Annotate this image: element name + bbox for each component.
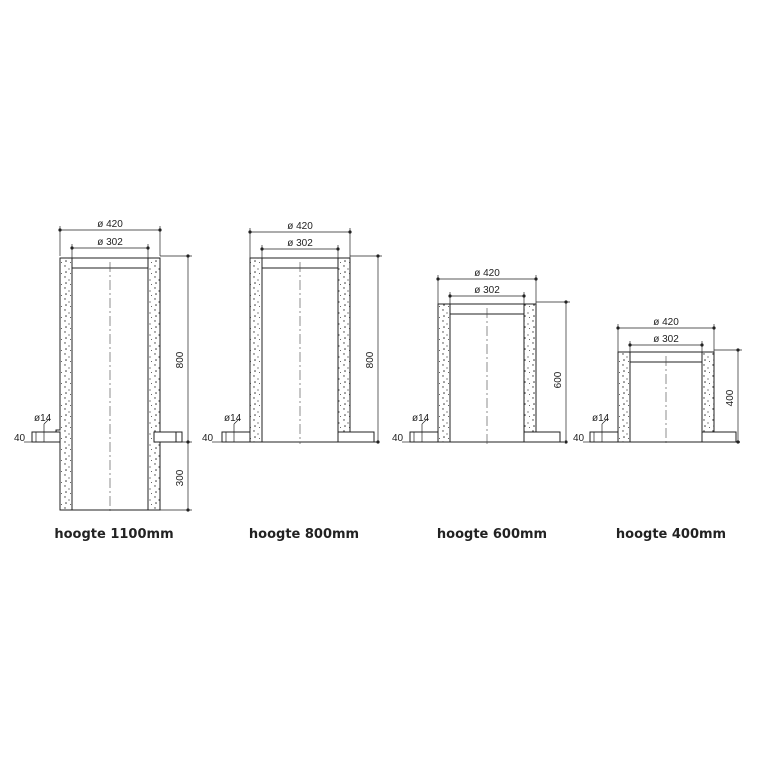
inner-diameter-label: ø 302 [653, 334, 679, 345]
upper-height-label: 400 [725, 389, 736, 406]
inner-diameter-label: ø 302 [287, 238, 313, 249]
right-wall [523, 303, 537, 433]
left-wall [55, 257, 73, 511]
pipe-diameter-label: ø14 [224, 413, 242, 424]
pipe-diameter-label: ø14 [34, 413, 52, 424]
left-wall [617, 351, 631, 443]
outer-diameter-label: ø 420 [97, 219, 123, 230]
outer-diameter-label: ø 420 [474, 268, 500, 279]
well-diagram-1100: ø 420 ø 302 ø14 40 800 [14, 219, 192, 542]
offset-label: 40 [573, 433, 585, 444]
left-wall [437, 303, 451, 443]
upper-height-label: 800 [365, 351, 376, 368]
upper-height-label: 600 [553, 371, 564, 388]
left-wall [249, 257, 263, 443]
pipe-diameter-label: ø14 [412, 413, 430, 424]
offset-label: 40 [392, 433, 404, 444]
well-diagram-600: ø 420 ø 302 ø14 40 600 hoogte 600mm [392, 268, 570, 542]
offset-label: 40 [202, 433, 214, 444]
lower-height-label: 300 [175, 469, 186, 486]
diagram-caption: hoogte 400mm [616, 527, 726, 542]
upper-height-label: 800 [175, 351, 186, 368]
right-wall [337, 257, 351, 433]
well-diagram-800: ø 420 ø 302 ø14 40 800 hoogte 800mm [202, 221, 382, 542]
diagram-caption: hoogte 1100mm [54, 527, 173, 542]
inner-diameter-label: ø 302 [97, 237, 123, 248]
outer-diameter-label: ø 420 [653, 317, 679, 328]
right-wall [147, 257, 165, 511]
inner-diameter-label: ø 302 [474, 285, 500, 296]
pipe-diameter-label: ø14 [592, 413, 610, 424]
right-wall [701, 351, 715, 433]
diagram-caption: hoogte 600mm [437, 527, 547, 542]
diagram-caption: hoogte 800mm [249, 527, 359, 542]
outer-diameter-label: ø 420 [287, 221, 313, 232]
well-diagram-400: ø 420 ø 302 ø14 40 400 hoogte 400mm [573, 317, 742, 542]
offset-label: 40 [14, 433, 26, 444]
